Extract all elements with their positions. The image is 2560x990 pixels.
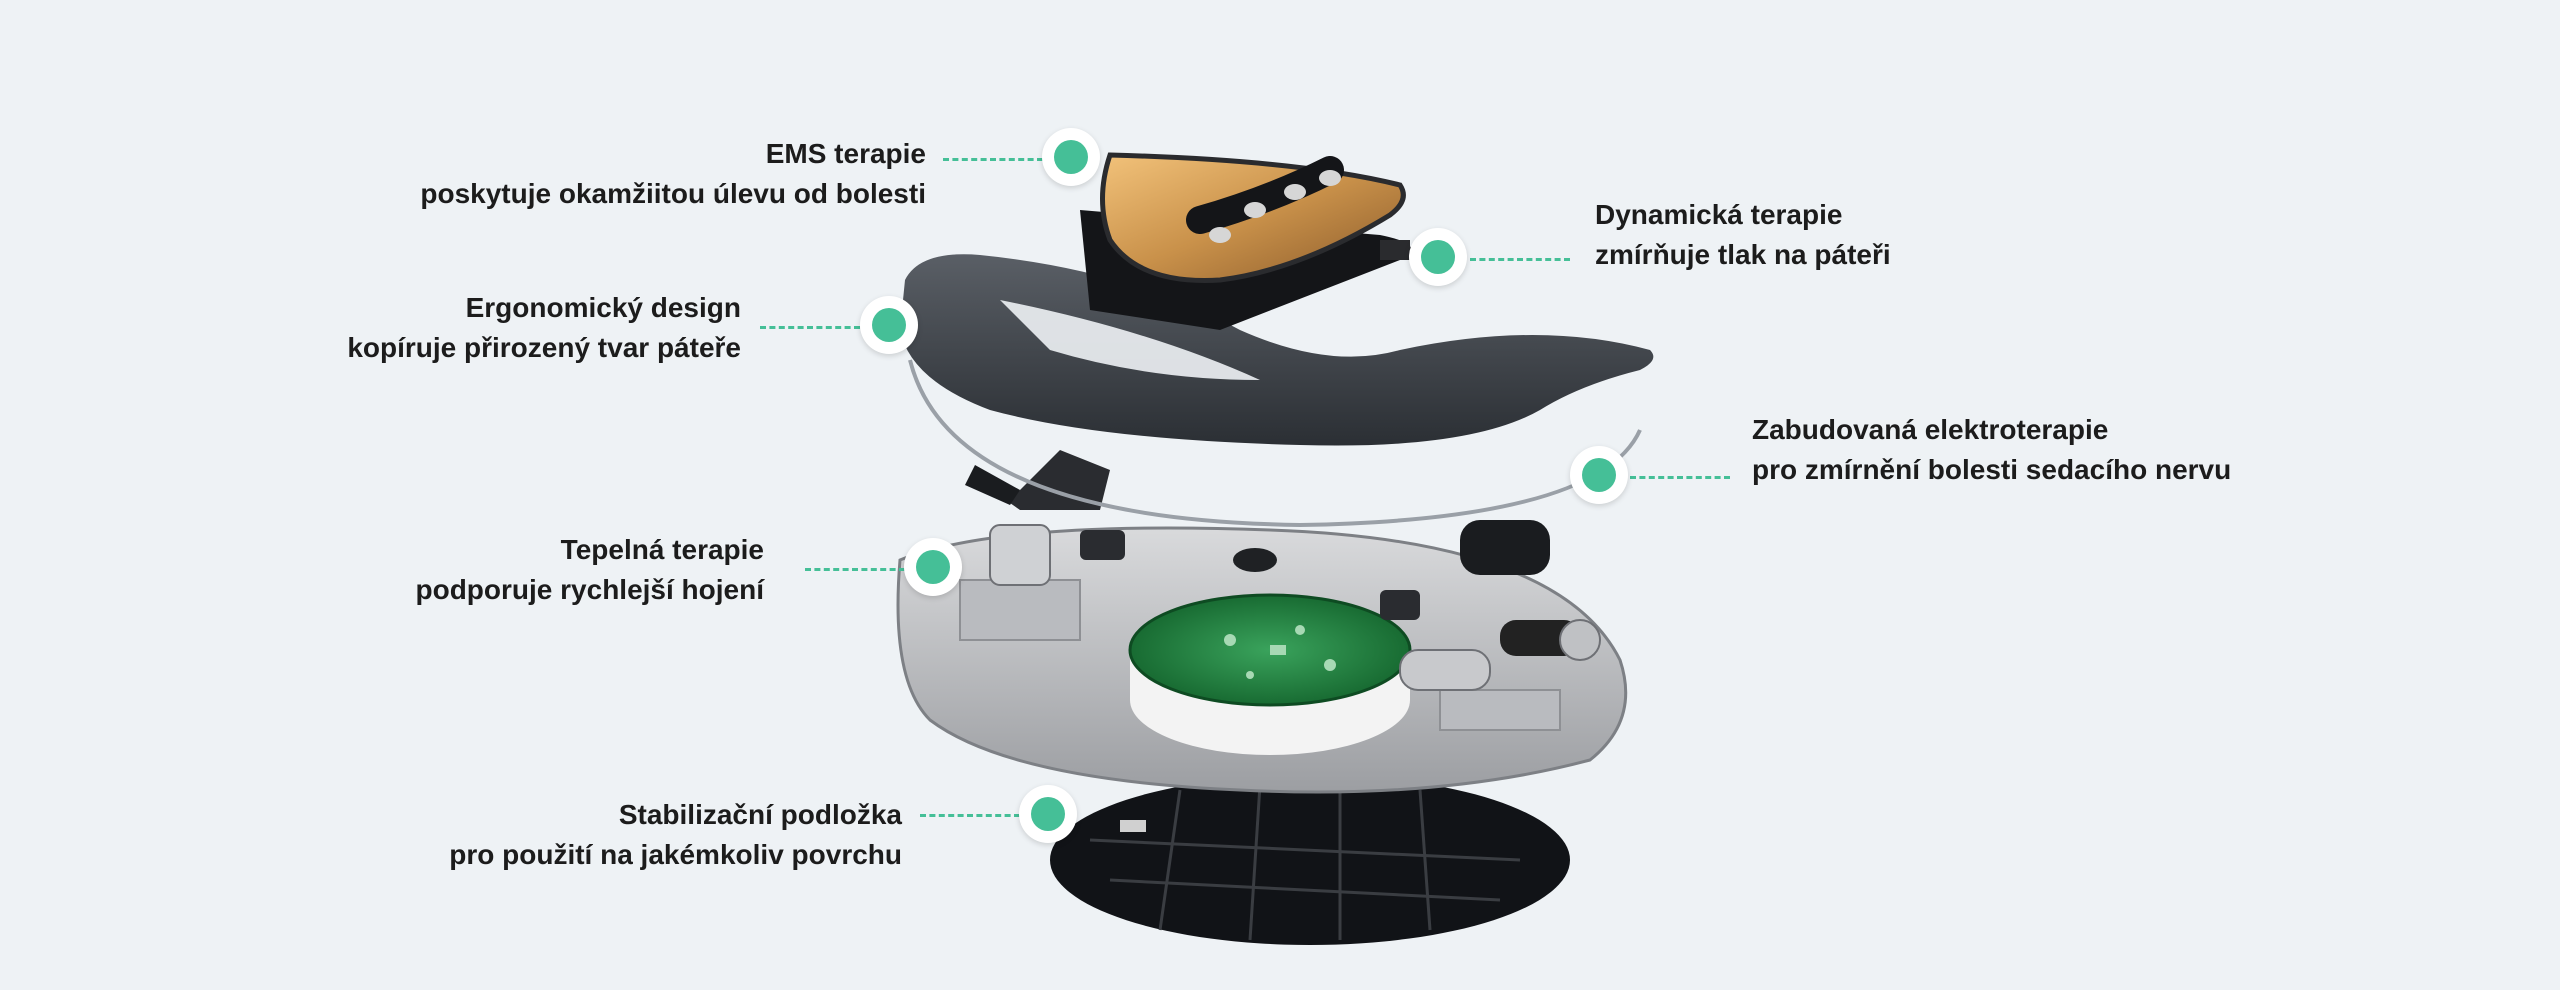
callout-ems-therapy: EMS terapie poskytuje okamžiitou úlevu o…	[420, 134, 926, 214]
callout-marker	[904, 538, 962, 596]
callout-subtitle: podporuje rychlejší hojení	[415, 574, 765, 605]
callout-title: Stabilizační podložka	[618, 799, 902, 830]
callout-subtitle: pro zmírnění bolesti sedacího nervu	[1752, 454, 2232, 485]
ems-pad-part	[1080, 152, 1412, 330]
callout-marker	[1570, 446, 1628, 504]
callout-connector	[943, 158, 1043, 161]
callout-connector	[1470, 258, 1570, 261]
callout-subtitle: zmírňuje tlak na páteři	[1595, 239, 1891, 270]
small-components	[965, 450, 1550, 620]
callout-ergonomic-design: Ergonomický design kopíruje přirozený tv…	[347, 288, 741, 368]
callout-title: Zabudovaná elektroterapie	[1752, 414, 2109, 445]
callout-marker	[1042, 128, 1100, 186]
callout-connector	[760, 326, 860, 329]
callout-built-in-electrotherapy: Zabudovaná elektroterapie pro zmírnění b…	[1752, 410, 2231, 490]
stabilizing-pad-part	[1050, 775, 1570, 945]
callout-stabilizing-pad: Stabilizační podložka pro použití na jak…	[449, 795, 902, 875]
callout-connector	[920, 814, 1020, 817]
callout-dynamic-therapy: Dynamická terapie zmírňuje tlak na páteř…	[1595, 195, 1891, 275]
callout-subtitle: kopíruje přirozený tvar páteře	[347, 332, 741, 363]
callout-title: Tepelná terapie	[560, 534, 764, 565]
callout-title: Dynamická terapie	[1595, 199, 1843, 230]
callout-connector	[805, 568, 905, 571]
callout-subtitle: pro použití na jakémkoliv povrchu	[449, 839, 902, 870]
callout-heat-therapy: Tepelná terapie podporuje rychlejší hoje…	[416, 530, 765, 610]
callout-subtitle: poskytuje okamžiitou úlevu od bolesti	[420, 178, 926, 209]
callout-title: EMS terapie	[765, 138, 926, 169]
neck-shell-part	[900, 254, 1654, 446]
callout-marker	[1019, 785, 1077, 843]
callout-marker	[860, 296, 918, 354]
callout-title: Ergonomický design	[465, 292, 741, 323]
base-housing-part	[896, 524, 1628, 794]
callout-marker	[1409, 228, 1467, 286]
callout-connector	[1630, 476, 1730, 479]
